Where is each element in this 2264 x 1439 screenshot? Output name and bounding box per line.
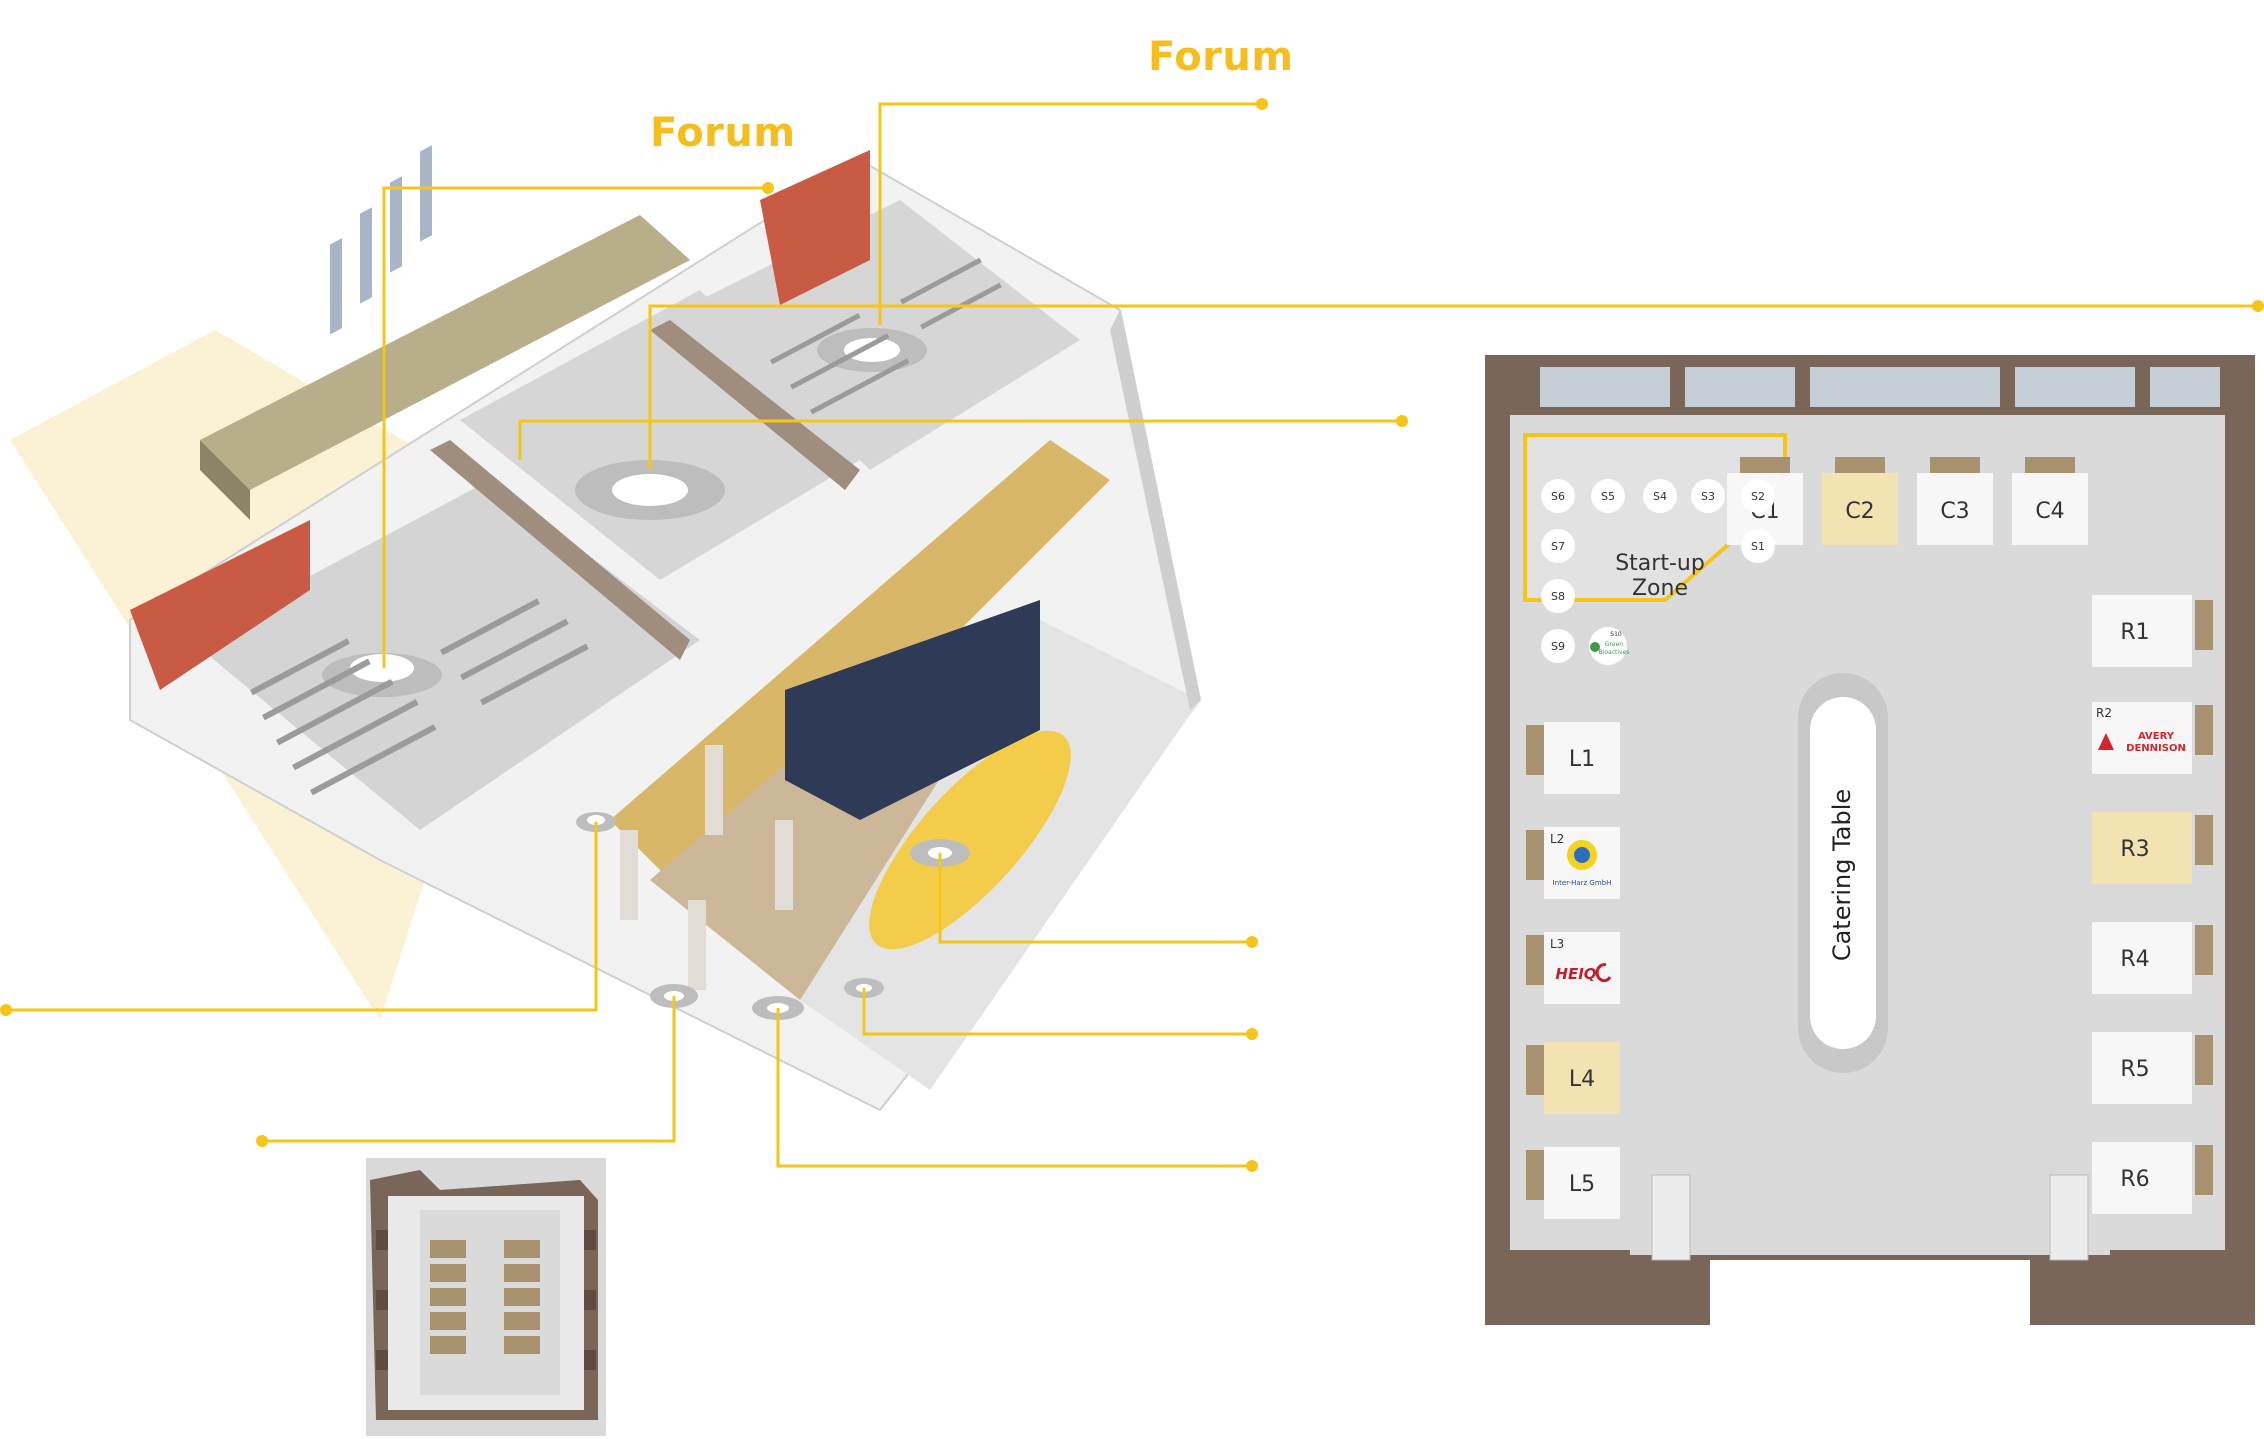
booth-r4[interactable] (2092, 922, 2192, 994)
inter-harz-text: Inter-Harz GmbH (1553, 879, 1612, 887)
booth-l5[interactable] (1544, 1147, 1620, 1219)
booth-l1[interactable] (1544, 722, 1620, 794)
green-bioactives-icon (1590, 642, 1600, 652)
booth-l3[interactable] (1544, 932, 1620, 1004)
startup-spots (1541, 479, 1775, 665)
spot-s7[interactable]: S7 (1551, 540, 1565, 553)
catering-table (1810, 697, 1876, 1049)
seating-left-hall (250, 598, 589, 796)
booth-l2-label: L2 (1550, 832, 1564, 846)
spot-s1[interactable]: S1 (1751, 540, 1765, 553)
heiq-logo: HEIQ (1555, 965, 1596, 983)
spot-s5[interactable]: S5 (1601, 490, 1615, 503)
booth-r3[interactable] (2092, 812, 2192, 884)
booth-l1-label: L1 (1569, 747, 1595, 772)
spot-s8[interactable]: S8 (1551, 590, 1565, 603)
spot-s10-tag: S10 (1610, 631, 1622, 638)
booth-r4-label: R4 (2120, 947, 2149, 972)
red-wall-left (130, 520, 310, 690)
booth-r1-label: R1 (2120, 620, 2149, 645)
startup-zone-border (1523, 433, 1787, 602)
floor-plan: C1 C2 C3 C4 L1 L2 L3 L4 L5 Inter-Harz Gm… (1485, 355, 2255, 1330)
green-bioactives-text1: Green (1605, 641, 1623, 648)
booth-r5[interactable] (2092, 1032, 2192, 1104)
red-wall-top (760, 150, 870, 305)
booth-c2[interactable] (1822, 473, 1898, 545)
catering-table-label: Catering Table (1828, 789, 1856, 961)
booth-l4[interactable] (1544, 1042, 1620, 1114)
booth-c4[interactable] (2012, 473, 2088, 545)
divider-wall-2 (650, 320, 860, 490)
booth-c3[interactable] (1917, 473, 1993, 545)
forum-label-left: Forum (650, 110, 796, 156)
booth-r3-label: R3 (2120, 837, 2149, 862)
avery-logo-line1: AVERY (2138, 731, 2175, 742)
spot-s9[interactable]: S9 (1551, 640, 1565, 653)
startup-zone-title1: Start-up (1615, 551, 1705, 576)
center-hall-floor (460, 290, 860, 580)
booth-r2-label: R2 (2096, 706, 2112, 720)
booth-l4-label: L4 (1569, 1067, 1595, 1092)
booth-c4-label: C4 (2035, 499, 2064, 524)
divider-wall-1 (430, 440, 690, 660)
spot-s3[interactable]: S3 (1701, 490, 1715, 503)
booth-c2-label: C2 (1845, 499, 1874, 524)
booth-r1[interactable] (2092, 595, 2192, 667)
meeting-room-plan (366, 1158, 606, 1436)
spot-s4[interactable]: S4 (1653, 490, 1667, 503)
avery-logo-line2: DENNISON (2126, 743, 2186, 754)
booth-l5-label: L5 (1569, 1172, 1595, 1197)
booth-l3-label: L3 (1550, 937, 1564, 951)
booth-r6-label: R6 (2120, 1167, 2149, 1192)
glass-facade (330, 145, 432, 335)
booth-c3-label: C3 (1940, 499, 1969, 524)
leader-lines (0, 98, 2264, 1172)
lounge-stage (869, 730, 1071, 950)
forum-label-right: Forum (1148, 34, 1294, 80)
booth-r2[interactable] (2092, 702, 2192, 774)
navy-wall (785, 600, 1040, 820)
green-bioactives-text2: Bioactives (1599, 649, 1630, 656)
booth-r5-label: R5 (2120, 1057, 2149, 1082)
roof-deck (200, 215, 690, 490)
avery-dennison-logo (2098, 733, 2114, 750)
spot-s6[interactable]: S6 (1551, 490, 1565, 503)
plan-windows (1540, 367, 2220, 407)
booth-r6[interactable] (2092, 1142, 2192, 1214)
startup-zone-title2: Zone (1632, 576, 1688, 601)
spot-s2[interactable]: S2 (1751, 490, 1765, 503)
